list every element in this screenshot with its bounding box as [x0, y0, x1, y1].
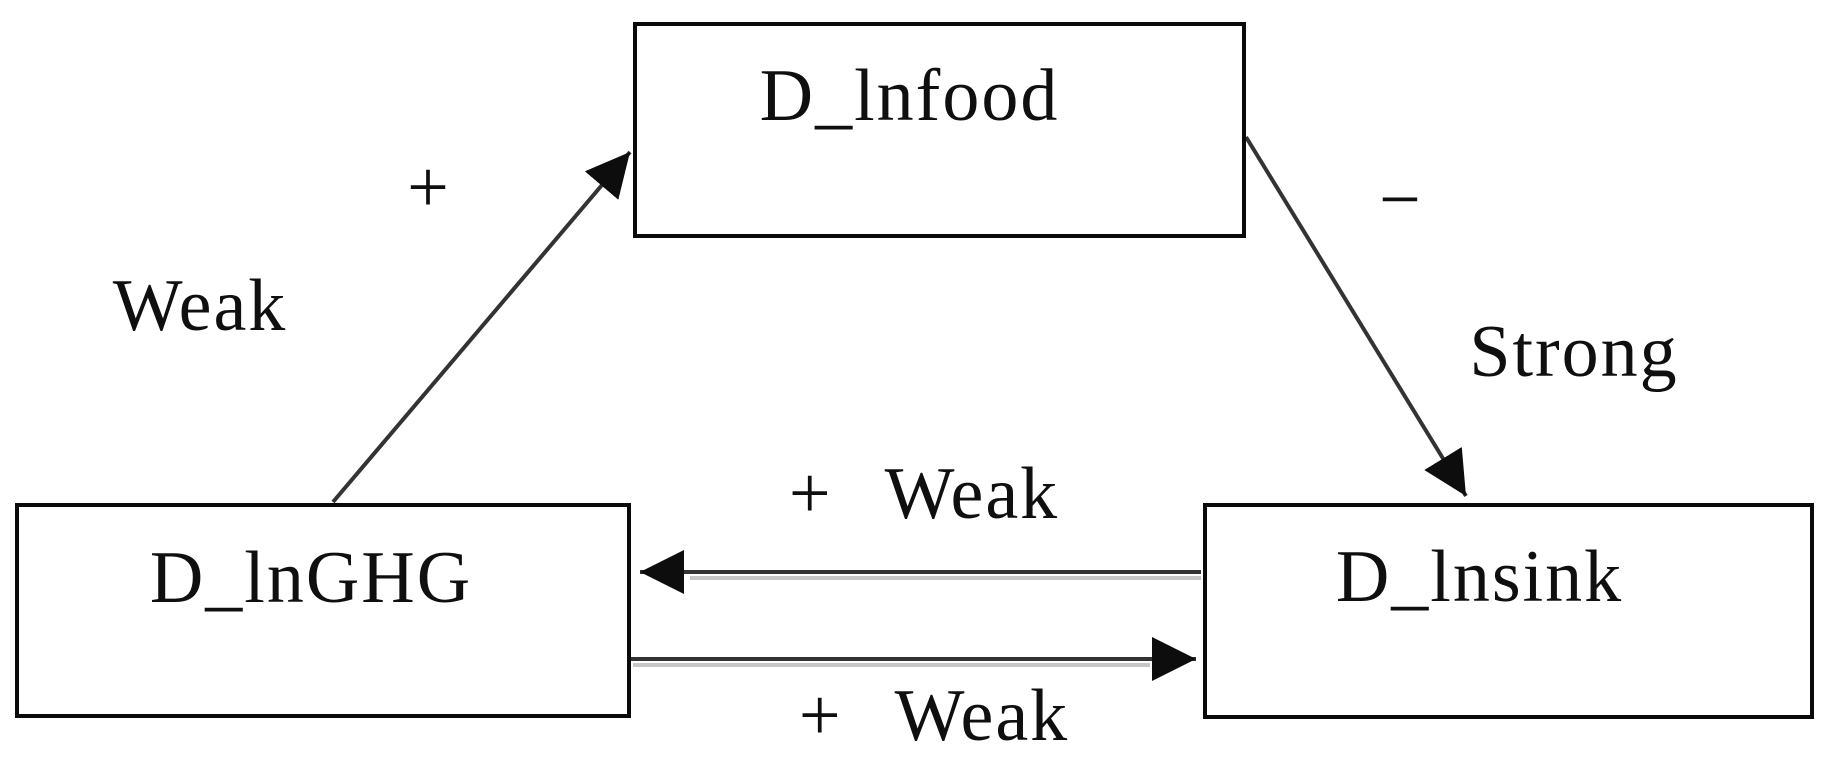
edge-sink-ghg-label: + Weak	[789, 457, 1059, 531]
node-d-lnghg: D_lnGHG	[15, 503, 631, 718]
edge-sink-ghg-strength-label: Weak	[884, 453, 1060, 535]
node-d-lnsink-label: D_lnsink	[1335, 535, 1624, 618]
arrow-ghg-to-food	[331, 150, 632, 504]
edge-ghg-food-sign-label: +	[407, 147, 451, 229]
edge-ghg-sink-sign-label: +	[798, 675, 843, 757]
arrow-food-to-sink	[1244, 135, 1468, 498]
edge-ghg-sink-label: + Weak	[799, 679, 1069, 753]
edge-food-sink-sign-label: −	[1379, 159, 1423, 241]
node-d-lnfood-label: D_lnfood	[759, 54, 1060, 137]
edge-ghg-food-strength-label: Weak	[112, 265, 288, 347]
node-d-lnghg-label: D_lnGHG	[149, 537, 473, 619]
edge-sink-ghg-sign-label: +	[788, 453, 833, 535]
node-d-lnsink: D_lnsink	[1203, 503, 1814, 719]
edge-food-sink-strength-label: Strong	[1469, 311, 1679, 393]
edge-ghg-sink-strength-label: Weak	[894, 675, 1070, 757]
node-d-lnfood: D_lnfood	[633, 22, 1246, 238]
